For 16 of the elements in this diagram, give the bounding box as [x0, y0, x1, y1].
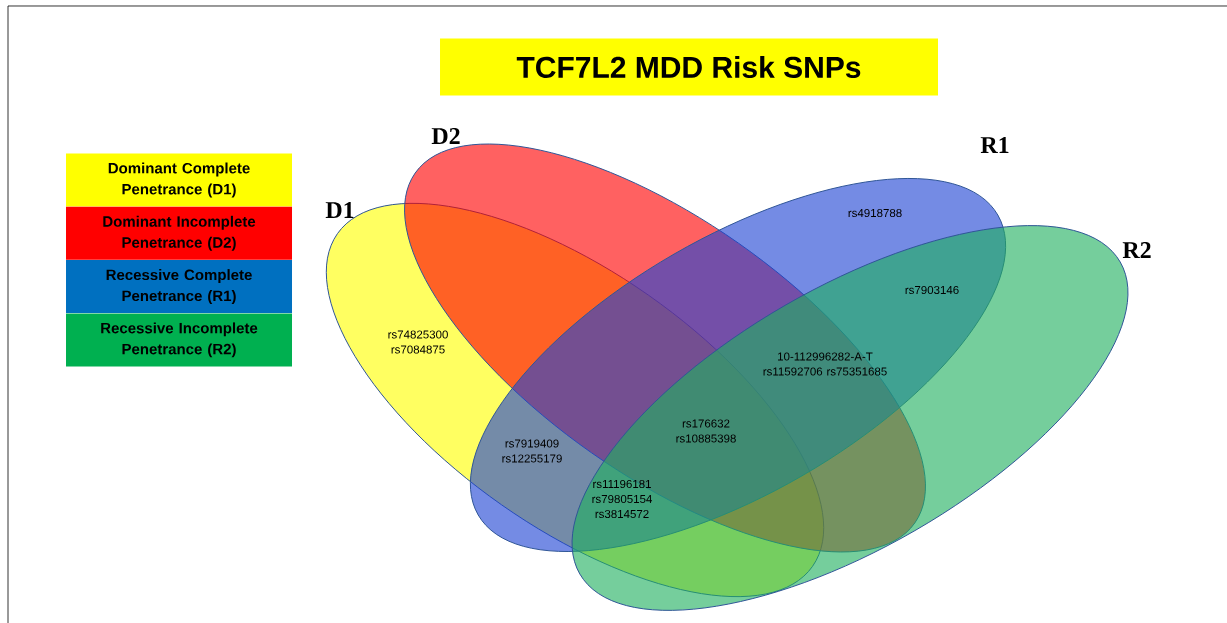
- set-label: R1: [980, 137, 1009, 153]
- legend-entry: Recessive Incomplete Penetrance (R2): [66, 313, 292, 367]
- region-label: rs7903146: [905, 285, 959, 295]
- title-banner: TCF7L2 MDD Risk SNPs: [440, 38, 938, 96]
- region-label: 10-112996282-A-T rs11592706 rs75351685: [763, 352, 887, 376]
- region-label: rs176632 rs10885398: [676, 419, 736, 443]
- legend-entry: Dominant Incomplete Penetrance (D2): [66, 206, 292, 260]
- legend-entry: Recessive Complete Penetrance (R1): [66, 260, 292, 314]
- set-label: D2: [431, 128, 460, 144]
- region-label: rs11196181 rs79805154 rs3814572: [592, 479, 652, 519]
- legend-entry: Dominant Complete Penetrance (D1): [66, 153, 292, 207]
- region-label: rs74825300 rs7084875: [388, 330, 448, 354]
- set-label: D1: [325, 202, 354, 218]
- region-label: rs4918788: [848, 208, 902, 218]
- set-label: R2: [1122, 242, 1151, 258]
- region-label: rs7919409 rs12255179: [502, 439, 562, 463]
